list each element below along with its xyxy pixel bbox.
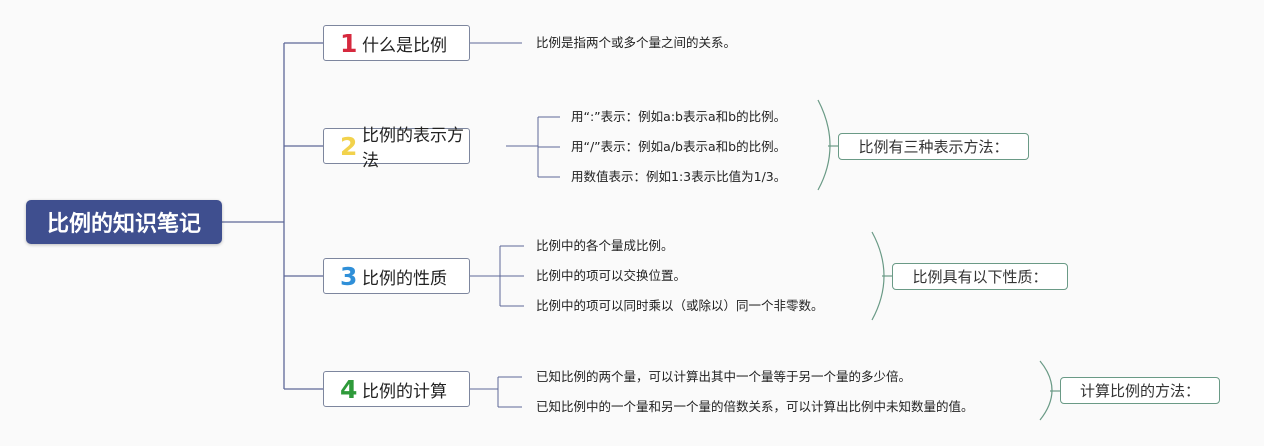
leaf-2-2[interactable]: 用“/”表示：例如a/b表示a和b的比例。: [571, 139, 787, 154]
leaf-1-1[interactable]: 比例是指两个或多个量之间的关系。: [536, 35, 737, 50]
summary-brace-2: [817, 99, 831, 191]
leaf-3-1[interactable]: 比例中的各个量成比例。: [536, 238, 674, 253]
summary-text-3: 比例具有以下性质：: [912, 268, 1048, 286]
leaf-3-2[interactable]: 比例中的项可以交换位置。: [536, 268, 687, 283]
branch-title-4: 比例的计算: [362, 381, 447, 402]
branch-title-1: 什么是比例: [362, 35, 447, 56]
branch-node-3[interactable]: 3 比例的性质: [323, 258, 470, 294]
branch-number-1: 1: [340, 28, 358, 58]
branch-number-4: 4: [340, 374, 358, 404]
branch-number-3: 3: [340, 261, 358, 291]
leaf-2-1[interactable]: 用“:”表示：例如a:b表示a和b的比例。: [571, 109, 787, 124]
leaf-3-3[interactable]: 比例中的项可以同时乘以（或除以）同一个非零数。: [536, 298, 824, 313]
summary-text-4: 计算比例的方法：: [1079, 382, 1200, 400]
summary-node-3[interactable]: 比例具有以下性质：: [892, 263, 1068, 290]
branch-node-4[interactable]: 4 比例的计算: [323, 371, 470, 407]
summary-node-2[interactable]: 比例有三种表示方法：: [838, 133, 1029, 160]
branch-title-3: 比例的性质: [362, 268, 447, 289]
summary-brace-4: [1039, 360, 1053, 421]
branch-number-2: 2: [340, 131, 358, 161]
summary-text-2: 比例有三种表示方法：: [858, 138, 1009, 156]
summary-node-4[interactable]: 计算比例的方法：: [1060, 377, 1220, 404]
branch-node-1[interactable]: 1 什么是比例: [323, 25, 470, 61]
branch-title-2: 比例的表示方法: [362, 126, 464, 171]
root-title: 比例的知识笔记: [46, 212, 201, 237]
leaf-2-3[interactable]: 用数值表示：例如1:3表示比值为1/3。: [571, 169, 787, 184]
leaf-4-2[interactable]: 已知比例中的一个量和另一个量的倍数关系，可以计算出比例中未知数量的值。: [536, 399, 974, 414]
branch-node-2[interactable]: 2 比例的表示方法: [323, 126, 470, 171]
leaf-4-1[interactable]: 已知比例的两个量，可以计算出其中一个量等于另一个量的多少倍。: [536, 369, 912, 384]
root-node[interactable]: 比例的知识笔记: [26, 200, 222, 244]
